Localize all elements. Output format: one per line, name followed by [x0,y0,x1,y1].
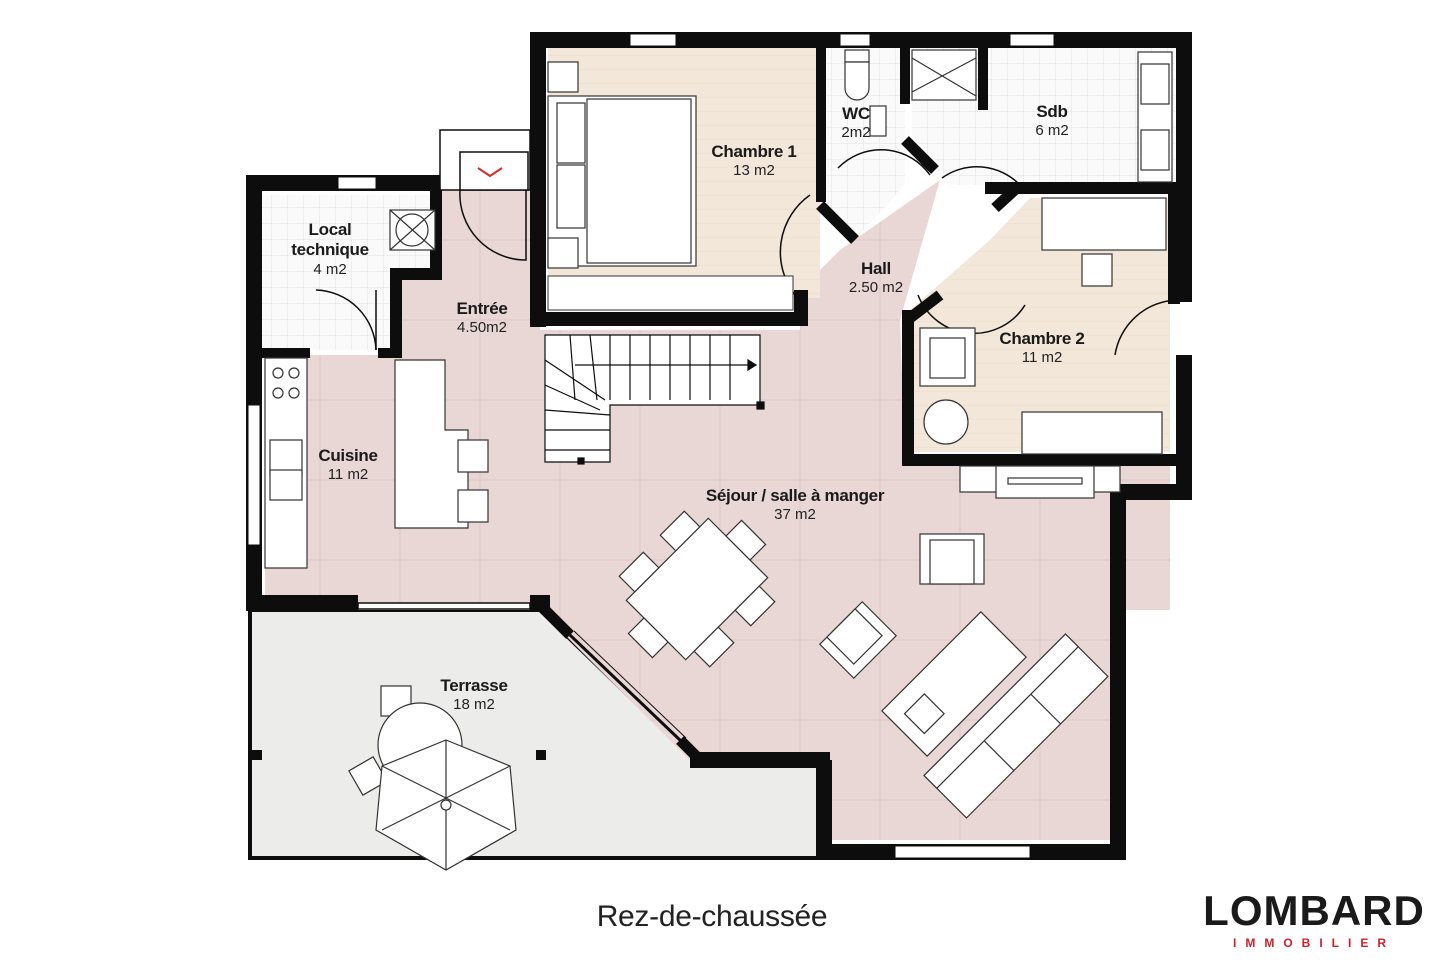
toilet [844,49,887,137]
bed [547,61,697,269]
entry-arrow-icon [477,167,503,178]
room-label-chambre-2: Chambre 2 11 m2 [999,329,1084,367]
room-area: 37 m2 [774,506,816,524]
wardrobe [547,275,794,311]
room-area: 11 m2 [1021,349,1063,367]
post [536,750,546,760]
room-label-hall: Hall 2.50 m2 [849,259,903,297]
room-label-chambre-1: Chambre 1 13 m2 [711,142,796,180]
entry-door-swing [459,189,527,261]
room-area: 4 m2 [313,260,347,278]
post [252,750,262,760]
sdb-floor [912,48,1175,185]
room-area: 2m2 [841,124,871,142]
room-label-sejour: Séjour / salle à manger 37 m2 [705,486,885,524]
room-name: Entrée [456,299,508,318]
wc-floor [825,48,905,240]
room-name: Hall [861,259,891,278]
kitchen-counter [264,357,489,569]
level-title: Rez-de-chaussée [596,900,828,933]
room-label-sdb: Sdb 6 m2 [1035,102,1068,140]
glass-door-terrace [357,602,531,610]
room-name: Sdb [1036,102,1068,121]
room-area: 4.50m2 [456,319,508,337]
room-name: Local [308,220,352,239]
chambre-2-furniture [919,197,1167,455]
room-name: Cuisine [318,446,378,465]
double-sink [1137,51,1173,183]
dining-set [618,510,776,668]
room-label-entree: Entrée 4.50m2 [456,299,507,337]
room-name: Chambre 2 [999,329,1085,348]
brand-tagline: IMMOBILIER [1233,936,1395,950]
tv-unit [959,465,1121,499]
glass-door-diagonal [568,633,684,744]
room-label-terrasse: Terrasse 18 m2 [440,676,508,714]
room-label-local-technique: Local technique 4 m2 [291,220,369,279]
terrace-furniture [348,685,517,871]
coffee-table [881,611,1027,757]
sofa [923,633,1109,819]
room-name: Chambre 1 [711,142,797,161]
room-area: 2.50 m2 [848,279,904,297]
room-name: Séjour / salle à manger [705,486,885,505]
room-area: 6 m2 [1035,122,1069,140]
room-label-wc: WC 2m2 [841,104,870,142]
windows [247,33,1055,859]
room-area: 18 m2 [453,696,495,714]
armchair-angled [818,600,898,680]
room-area: 13 m2 [733,162,775,180]
room-label-cuisine: Cuisine 11 m2 [318,446,378,484]
room-name: Terrasse [440,676,508,695]
shower [911,49,977,101]
room-name: WC [842,104,870,123]
armchair [919,533,985,585]
staircase [544,334,765,465]
brand-logo: LOMBARD IMMOBILIER [1198,887,1430,951]
diagonal-walls [536,136,1024,764]
room-name-line2: technique [291,240,369,260]
brand-name: LOMBARD [1203,887,1425,934]
boiler [389,209,436,251]
room-area: 11 m2 [327,466,369,484]
